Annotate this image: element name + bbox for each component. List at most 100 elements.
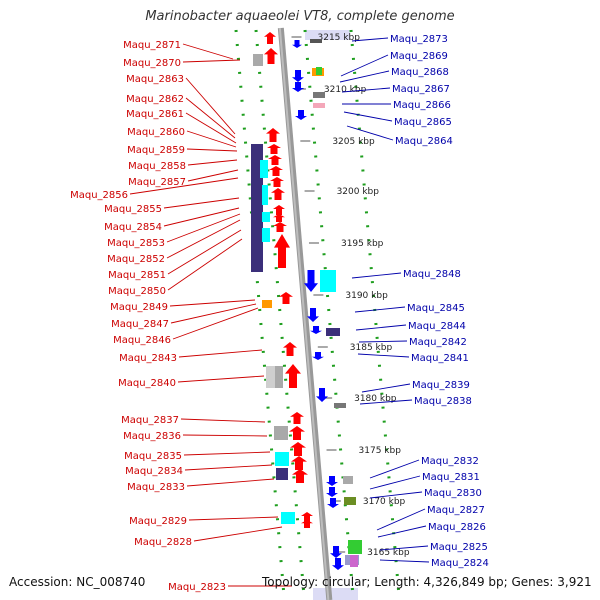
forward-gene-arrow [301, 512, 313, 522]
cds-box [350, 555, 358, 567]
reverse-gene-arrow [292, 40, 302, 48]
right-gene-name: Maqu_2868 [391, 67, 449, 78]
cds-box [281, 512, 295, 524]
right-gene-name: Maqu_2845 [407, 303, 465, 314]
forward-gene-arrow [273, 222, 287, 232]
right-leader-line [376, 508, 426, 531]
right-gene-name: Maqu_2839 [412, 380, 470, 391]
right-gene-name: Maqu_2869 [390, 51, 448, 62]
left-gene-label: Maqu_2858 [128, 159, 238, 172]
track-outer-left [234, 29, 286, 600]
left-leader-line [129, 177, 239, 195]
cds-box [316, 67, 322, 75]
cds-box [262, 212, 270, 222]
left-gene-label: Maqu_2853 [107, 213, 241, 249]
reverse-gene-arrow [326, 487, 338, 497]
left-leader-line [166, 219, 241, 259]
left-gene-label: Maqu_2833 [127, 478, 275, 493]
forward-gene-arrow [271, 188, 285, 200]
right-leader-line [369, 459, 420, 479]
left-gene-label: Maqu_2835 [124, 451, 271, 462]
kbp-tick: 3215 kbp [291, 33, 361, 43]
right-gene-label: Maqu_2869 [340, 51, 448, 77]
kbp-tick-label: 3215 kbp [318, 33, 361, 43]
right-gene-label: Maqu_2839 [361, 380, 470, 393]
cds-box [262, 185, 268, 205]
genome-title: Marinobacter aquaeolei VT8, complete gen… [145, 9, 455, 24]
right-gene-name: Maqu_2873 [390, 34, 448, 45]
forward-gene-arrow [268, 155, 282, 165]
right-gene-label: Maqu_2848 [351, 269, 461, 280]
left-leader-line [182, 59, 241, 63]
reverse-gene-arrow [310, 326, 322, 334]
left-gene-name: Maqu_2856 [70, 190, 128, 201]
cds-box [313, 92, 325, 98]
right-gene-label: Maqu_2827 [376, 505, 485, 531]
left-gene-name: Maqu_2847 [111, 319, 169, 330]
kbp-tick: 3210 kbp [295, 85, 367, 95]
left-gene-name: Maqu_2861 [126, 109, 184, 120]
left-leader-line [163, 197, 240, 209]
right-gene-label: Maqu_2826 [377, 522, 486, 538]
right-gene-name: Maqu_2827 [427, 505, 485, 516]
left-gene-name: Maqu_2859 [127, 145, 185, 156]
forward-gene-arrow [301, 520, 313, 528]
left-gene-name: Maqu_2834 [125, 466, 183, 477]
right-gene-label: Maqu_2868 [339, 67, 449, 83]
left-gene-label: Maqu_2862 [126, 94, 236, 139]
left-leader-line [185, 77, 236, 135]
right-gene-label: Maqu_2831 [369, 472, 480, 490]
left-gene-label: Maqu_2849 [110, 299, 256, 313]
cds-box [275, 366, 283, 388]
left-gene-name: Maqu_2860 [127, 127, 185, 138]
right-gene-name: Maqu_2844 [408, 321, 466, 332]
kbp-tick-label: 3195 kbp [341, 239, 384, 249]
right-gene-label: Maqu_2838 [359, 396, 472, 407]
left-leader-line [167, 229, 242, 275]
kbp-tick: 3175 kbp [326, 446, 402, 456]
forward-gene-arrow [290, 412, 304, 424]
cds-box [275, 452, 289, 466]
left-gene-label: Maqu_2823 [168, 582, 292, 593]
left-gene-name: Maqu_2833 [127, 482, 185, 493]
kbp-tick: 3185 kbp [317, 343, 392, 353]
forward-gene-arrow [267, 144, 281, 154]
right-leader-line [379, 559, 430, 563]
left-leader-line [166, 213, 241, 243]
left-gene-label: Maqu_2836 [123, 431, 268, 442]
forward-gene-arrow [269, 166, 283, 176]
left-leader-line [185, 97, 236, 139]
left-gene-label: Maqu_2857 [128, 169, 239, 188]
right-gene-label: Maqu_2865 [343, 111, 452, 128]
left-gene-label: Maqu_2855 [104, 197, 240, 215]
right-gene-name: Maqu_2826 [428, 522, 486, 533]
kbp-tick-label: 3175 kbp [359, 446, 402, 456]
left-gene-name: Maqu_2837 [121, 415, 179, 426]
forward-gene-arrow [264, 48, 278, 64]
left-gene-name: Maqu_2863 [126, 74, 184, 85]
right-gene-name: Maqu_2825 [430, 542, 488, 553]
cds-box [326, 328, 340, 336]
left-leader-line [177, 375, 265, 383]
left-gene-label: Maqu_2847 [111, 303, 257, 330]
cds-box [313, 103, 325, 108]
right-gene-label: Maqu_2873 [351, 34, 448, 45]
right-leader-line [343, 111, 393, 122]
left-gene-name: Maqu_2852 [107, 254, 165, 265]
right-leader-line [351, 37, 389, 42]
left-gene-name: Maqu_2840 [118, 378, 176, 389]
right-leader-line [357, 353, 410, 358]
cds-box [320, 270, 336, 292]
reverse-gene-arrow [312, 352, 324, 360]
left-leader-line [186, 130, 237, 148]
forward-gene-arrow [290, 442, 306, 456]
left-gene-name: Maqu_2853 [107, 238, 165, 249]
left-gene-label: Maqu_2837 [121, 415, 266, 426]
left-gene-label: Maqu_2840 [118, 375, 265, 389]
kbp-tick: 3200 kbp [304, 187, 379, 197]
left-gene-name: Maqu_2828 [134, 537, 192, 548]
right-leader-line [354, 306, 406, 313]
kbp-tick-label: 3180 kbp [354, 394, 397, 404]
